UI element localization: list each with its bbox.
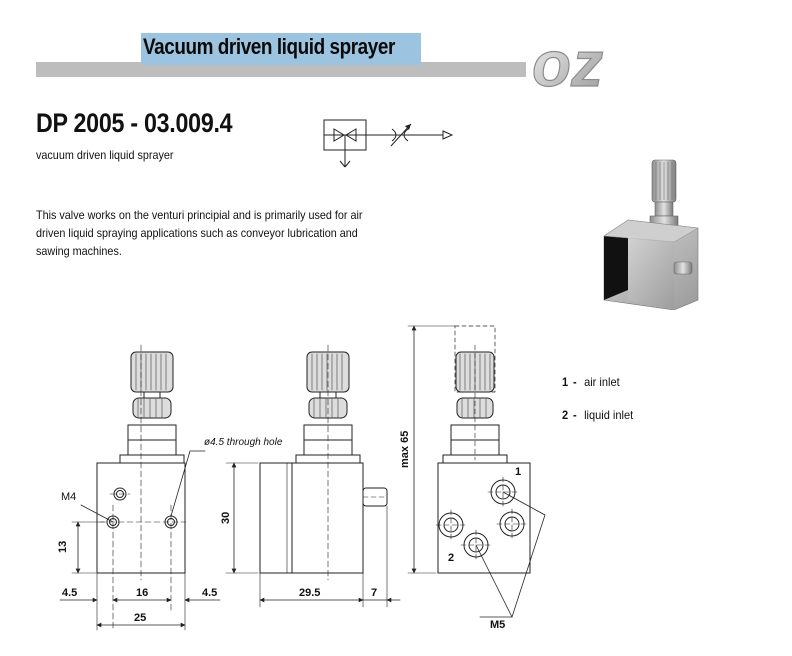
- dim-4-5-left: 4.5: [62, 587, 77, 599]
- legend-label: liquid inlet: [584, 407, 634, 422]
- dim-25: 25: [134, 612, 146, 624]
- port-legend: 1 - air inlet 2 - liquid inlet: [562, 365, 639, 431]
- dim-30: 30: [220, 512, 232, 524]
- legend-number: 1: [562, 374, 569, 389]
- legend-dash: -: [573, 374, 577, 389]
- port-2-label: 2: [448, 552, 454, 564]
- legend-item-liquid-inlet: 2 - liquid inlet: [562, 398, 633, 431]
- port-view: [407, 325, 546, 618]
- legend-item-air-inlet: 1 - air inlet: [562, 365, 633, 398]
- dim-7: 7: [371, 587, 377, 599]
- through-hole-label: ø4.5 through hole: [204, 437, 283, 448]
- logo-text: oz: [532, 28, 603, 96]
- page-title: Vacuum driven liquid sprayer: [143, 34, 395, 59]
- header-bar: [36, 62, 526, 77]
- legend-number: 2: [562, 407, 569, 422]
- pneumatic-symbol: [318, 114, 458, 175]
- technical-drawing: ø4.5 through hole M4 13 30 max 65 4.5 16…: [0, 300, 560, 656]
- m5-label: M5: [490, 619, 505, 631]
- side-view: [225, 344, 401, 608]
- m4-label: M4: [61, 491, 76, 503]
- dim-13: 13: [57, 541, 69, 553]
- legend-dash: -: [573, 407, 577, 422]
- dim-max-65: max 65: [399, 431, 411, 468]
- product-code: DP 2005 - 03.009.4: [36, 108, 233, 138]
- dim-4-5-right: 4.5: [202, 587, 217, 599]
- legend-label: air inlet: [584, 374, 620, 389]
- title-highlight: [141, 33, 421, 65]
- port-1-label: 1: [515, 466, 521, 478]
- product-subtitle: vacuum driven liquid sprayer: [36, 148, 174, 162]
- dim-29-5: 29.5: [299, 587, 320, 599]
- front-view: [59, 344, 221, 631]
- brand-logo: oz: [528, 16, 638, 101]
- product-description: This valve works on the venturi principi…: [36, 208, 363, 258]
- product-photo: [598, 150, 708, 315]
- dim-16: 16: [136, 587, 148, 599]
